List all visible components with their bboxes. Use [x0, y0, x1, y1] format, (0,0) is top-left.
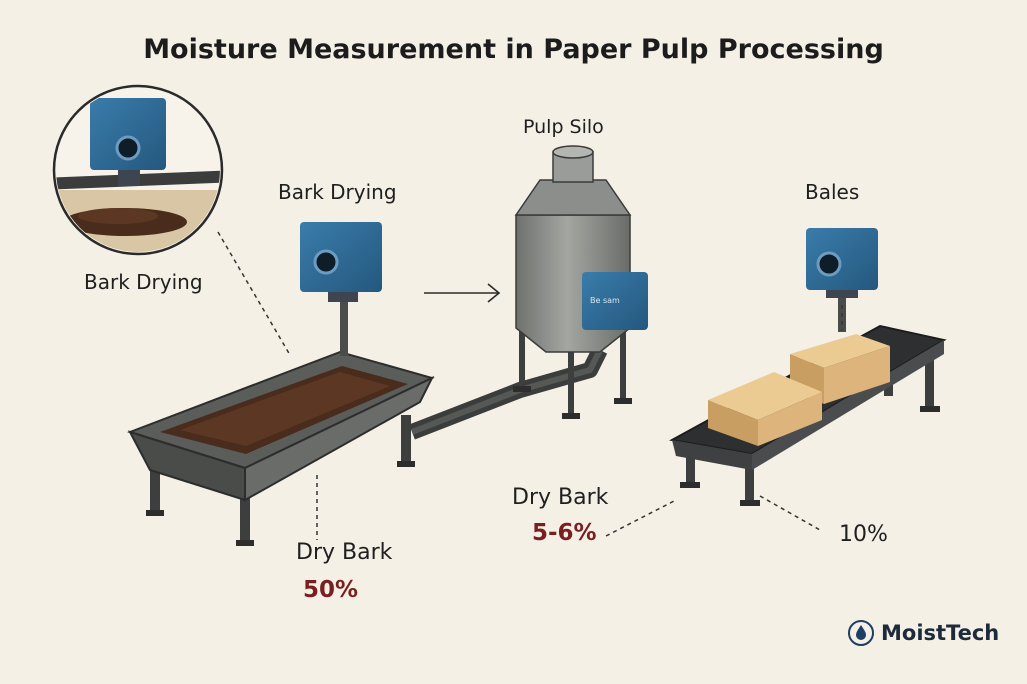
silo-sensor-text: Be sam [590, 296, 620, 305]
zoom-callout-label: Bark Drying [84, 270, 203, 294]
leader-mid [605, 499, 677, 537]
reading-mid-label: Dry Bark [512, 485, 609, 510]
reading-right-value: 10% [839, 522, 888, 547]
reading-mid-value: 5-6% [532, 520, 597, 546]
leader-right [759, 495, 821, 531]
bark-drying-label: Bark Drying [278, 180, 397, 204]
reading-left-value: 50% [303, 577, 359, 603]
flow-arrow-icon [424, 283, 501, 303]
diagram-title: Moisture Measurement in Paper Pulp Proce… [143, 34, 884, 65]
bales-sensor-box [806, 228, 878, 290]
zoom-leader-line [217, 231, 291, 356]
zoom-sensor-box [90, 98, 166, 170]
bales-label: Bales [805, 180, 860, 204]
bark-sensor [300, 222, 382, 356]
bale-back [790, 334, 890, 404]
brand-logo: MoistTech [848, 618, 999, 648]
reading-left-label: Dry Bark [296, 540, 393, 565]
bark-drying-trough [126, 350, 435, 546]
pulp-silo-label: Pulp Silo [523, 116, 604, 138]
bale-front [708, 372, 822, 446]
zoom-callout [52, 84, 224, 256]
bark-sensor-box [300, 222, 382, 292]
water-drop-icon [848, 620, 874, 646]
bales-sensor-lens-icon [816, 251, 842, 277]
silo-sensor-box [582, 272, 648, 330]
zoom-sensor-lens-icon [115, 135, 141, 161]
bales-sensor [806, 228, 878, 332]
bark-sensor-lens-icon [313, 249, 339, 275]
pulp-silo [513, 145, 648, 419]
brand-name: MoistTech [881, 621, 1000, 645]
